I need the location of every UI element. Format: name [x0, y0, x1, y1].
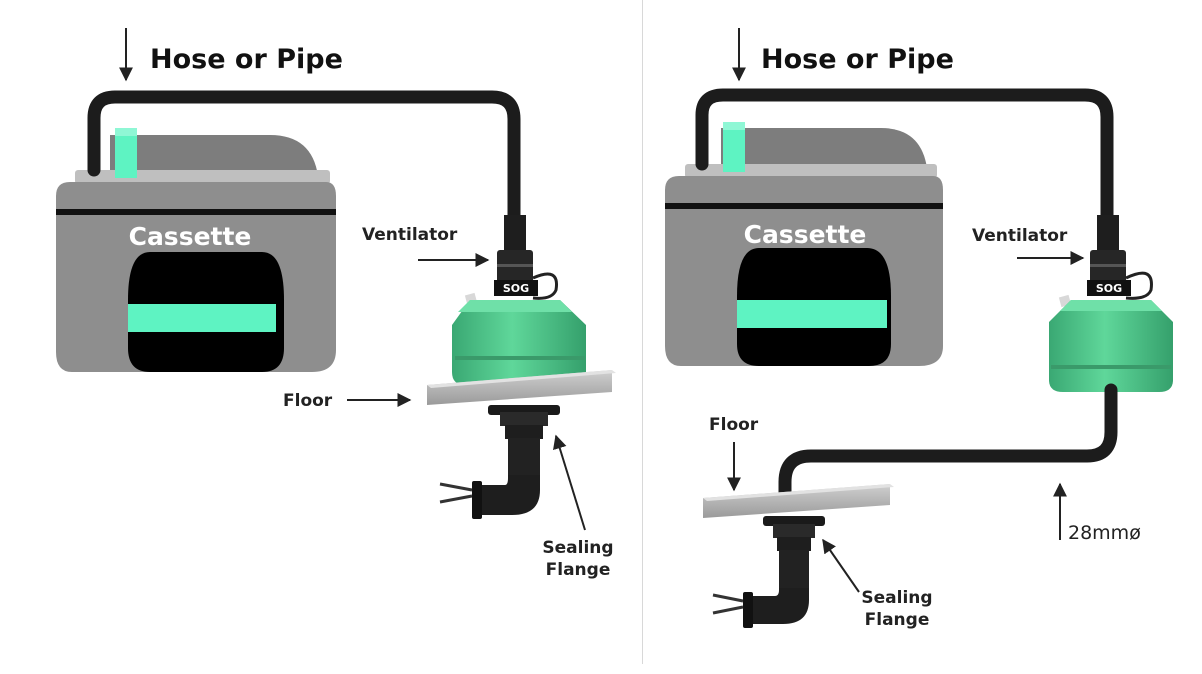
diameter-label: 28mmø	[1068, 522, 1141, 544]
ventilator-fan	[1049, 300, 1173, 392]
cassette-label: Cassette	[744, 220, 867, 249]
brand-label: SOG	[503, 282, 529, 295]
ventilator-fan	[452, 300, 586, 385]
flange-label-line1: Sealing	[542, 538, 613, 558]
cassette-stripe	[665, 203, 943, 209]
cassette-window	[737, 300, 887, 328]
floor-plate	[427, 370, 616, 405]
flange-label-line2: Flange	[546, 560, 611, 580]
cable-loop	[1125, 271, 1153, 300]
flange-arrow	[822, 538, 860, 593]
ventilator-label: Ventilator	[362, 225, 458, 245]
hose-lower	[778, 383, 1118, 503]
cable-loop	[532, 272, 559, 300]
cassette-outlet	[115, 128, 137, 178]
flange-label-line2: Flange	[865, 610, 930, 630]
cassette: Cassette	[665, 122, 943, 366]
sealing-flange-pipe	[712, 516, 825, 628]
cassette: Cassette	[56, 128, 336, 372]
cassette-stripe	[56, 209, 336, 215]
floor-label: Floor	[709, 415, 759, 435]
diagram-left-svg: Cassette SOG Hose or Pipe	[56, 28, 616, 580]
diagram-right-remote-ventilator: Cassette SOG Hose or	[643, 0, 1202, 674]
cassette-rim	[75, 170, 330, 184]
hose-label: Hose or Pipe	[761, 44, 954, 75]
cassette-outlet	[723, 122, 745, 172]
hose-upper	[695, 88, 1114, 229]
hose-label: Hose or Pipe	[150, 44, 343, 75]
flange-label-line1: Sealing	[861, 588, 932, 608]
flange-arrow	[553, 434, 586, 531]
ventilator-label: Ventilator	[972, 226, 1068, 246]
panel-divider	[642, 0, 643, 664]
cassette-label: Cassette	[129, 222, 252, 251]
cassette-top-cover	[721, 128, 927, 172]
cassette-rim	[685, 164, 937, 178]
hose	[87, 90, 521, 229]
ventilator-connector: SOG	[1058, 215, 1153, 308]
diagram-right-svg: Cassette SOG Hose or	[665, 28, 1173, 630]
floor-plate	[703, 484, 894, 518]
cassette-window	[128, 304, 276, 332]
sealing-flange-pipe	[439, 405, 560, 519]
brand-label: SOG	[1096, 282, 1122, 295]
cassette-top-cover	[110, 135, 318, 180]
ventilator-connector: SOG	[464, 215, 559, 306]
floor-label: Floor	[283, 391, 333, 411]
diagram-left-ventilator-on-floor: Cassette SOG Hose or Pipe	[56, 28, 616, 580]
